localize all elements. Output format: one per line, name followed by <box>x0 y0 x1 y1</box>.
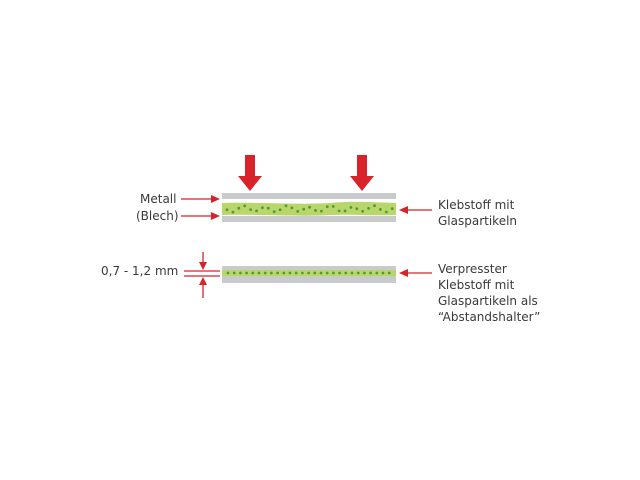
glass-particle <box>320 209 323 213</box>
gap-dimension-marker <box>184 252 220 298</box>
glass-particle <box>344 271 348 275</box>
glass-particle <box>266 206 270 210</box>
glass-particle <box>302 207 306 211</box>
label-gap-thickness: 0,7 - 1,2 mm <box>101 264 179 278</box>
glass-particle <box>284 204 288 208</box>
top-glass-particles <box>225 204 394 214</box>
glass-particle <box>381 271 385 275</box>
glass-particle <box>350 271 354 275</box>
glass-particle <box>325 205 329 209</box>
glass-particle <box>243 204 247 208</box>
label-blech: (Blech) <box>136 209 179 223</box>
label-verpresst-line2: Klebstoff mit <box>438 278 515 292</box>
pointer-arrow-klebstoff <box>399 206 432 214</box>
bottom-assembly <box>222 266 396 283</box>
bottom-metal-sheet-upper <box>222 266 396 270</box>
glass-particle <box>237 206 241 210</box>
glass-particle <box>226 271 230 275</box>
pointer-arrow-blech <box>181 212 220 220</box>
glass-particle <box>308 205 311 209</box>
glass-particle <box>337 209 341 213</box>
glass-particle <box>379 208 382 211</box>
glass-particle <box>301 271 304 275</box>
glass-particle <box>276 271 279 275</box>
glass-particle <box>355 207 359 211</box>
glass-particle <box>296 210 300 213</box>
glass-particle <box>232 271 236 275</box>
bottom-glass-particles <box>226 271 391 275</box>
glass-particle <box>270 271 273 275</box>
glass-particle <box>349 206 353 209</box>
glass-particle <box>225 208 229 212</box>
label-verpresst-line4: “Abstandshalter” <box>438 310 541 324</box>
glass-particle <box>307 271 310 275</box>
glass-particle <box>272 210 276 214</box>
glass-particle <box>367 207 370 210</box>
label-verpresst-line1: Verpresster <box>438 262 507 276</box>
glass-particle <box>369 271 372 275</box>
glass-particle <box>314 209 317 212</box>
glass-particle <box>361 209 365 213</box>
glass-particle <box>282 271 286 275</box>
top-assembly <box>222 193 396 222</box>
glass-particle <box>373 204 376 208</box>
glass-particle <box>257 271 261 275</box>
bottom-metal-sheet-lower <box>222 276 396 283</box>
top-metal-sheet-upper <box>222 193 396 199</box>
glass-particle <box>375 271 379 275</box>
label-verpresst-line3: Glaspartikeln als <box>438 294 538 308</box>
glass-particle <box>331 205 335 208</box>
glass-particle <box>363 271 366 275</box>
glass-particle <box>290 206 294 210</box>
glass-particle <box>332 271 335 275</box>
glass-particle <box>251 271 255 275</box>
glass-particle <box>390 207 394 211</box>
glass-particle <box>263 271 267 275</box>
glass-particle <box>245 271 248 275</box>
glass-particle <box>325 271 329 275</box>
pointer-arrow-metall <box>181 195 220 203</box>
glass-particle <box>294 271 298 275</box>
glass-particle <box>231 210 235 214</box>
glass-particle <box>387 271 391 275</box>
glass-particle <box>239 271 242 275</box>
glass-particle <box>313 271 317 275</box>
glass-particle <box>255 209 258 213</box>
glass-particle <box>356 271 360 275</box>
glass-particle <box>261 206 264 210</box>
glass-particle <box>384 210 388 214</box>
label-klebstoff-line1: Klebstoff mit <box>438 198 515 212</box>
press-arrow-left <box>238 155 262 191</box>
glass-particle <box>288 271 292 275</box>
glass-particle <box>343 209 347 213</box>
label-metall: Metall <box>140 192 177 206</box>
glass-particle <box>319 271 323 275</box>
pointer-arrow-verpresst <box>399 269 432 277</box>
label-klebstoff-line2: Glaspartikeln <box>438 214 518 228</box>
top-adhesive-layer <box>222 201 396 216</box>
glass-particle <box>249 208 253 212</box>
top-metal-sheet-lower <box>222 216 396 222</box>
glass-particle <box>338 271 341 275</box>
press-arrow-right <box>350 155 374 191</box>
glass-particle <box>278 208 282 212</box>
